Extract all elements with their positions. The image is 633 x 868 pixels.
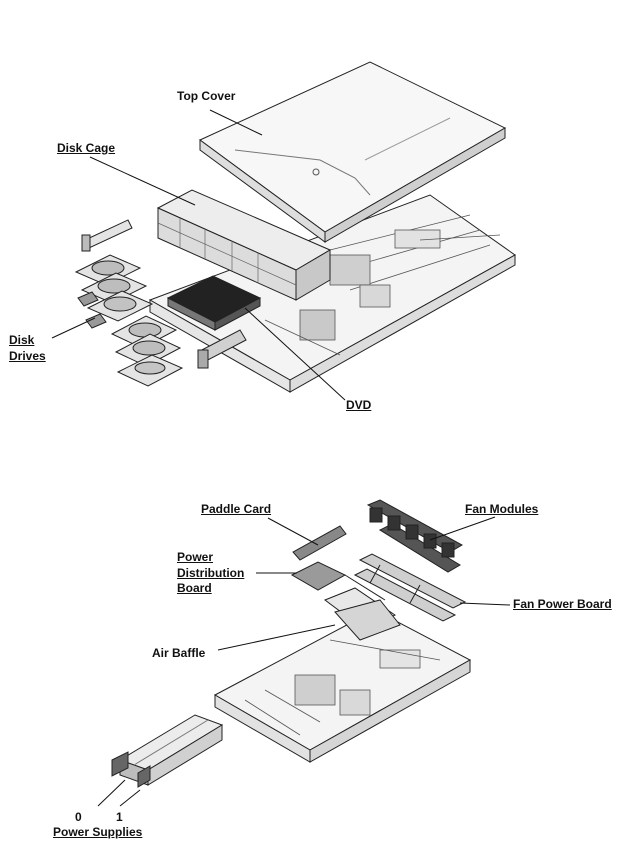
label-psu-0: 0 [75, 810, 82, 824]
label-paddle-card: Paddle Card [201, 502, 272, 516]
label-pdb-line1: Power [177, 550, 214, 564]
disk-drives-illustration [74, 219, 247, 387]
bottom-leader-lines [97, 516, 511, 807]
label-disk-cage: Disk Cage [57, 141, 116, 155]
label-air-baffle: Air Baffle [152, 646, 206, 660]
top-cover-illustration [199, 61, 507, 243]
label-fan-power-board: Fan Power Board [513, 597, 612, 611]
power-distribution-board-illustration [290, 561, 386, 601]
bottom-chassis-illustration [213, 609, 472, 763]
dvd-drive-illustration [166, 275, 262, 331]
label-top-cover: Top Cover [177, 89, 236, 103]
label-dvd: DVD [346, 398, 372, 412]
disk-cage-illustration [156, 189, 332, 301]
label-disk-drives-line1: Disk [9, 333, 35, 347]
fan-modules-illustration [366, 499, 464, 573]
label-psu-1: 1 [116, 810, 123, 824]
paddle-card-illustration [292, 525, 347, 561]
label-pdb-line3: Board [177, 581, 212, 595]
label-power-supplies: Power Supplies [53, 825, 143, 839]
top-leader-lines [51, 109, 346, 401]
label-fan-modules: Fan Modules [465, 502, 539, 516]
air-baffle-illustration [323, 587, 401, 641]
label-disk-drives-line2: Drives [9, 349, 46, 363]
label-pdb-line2: Distribution [177, 566, 245, 580]
fan-power-board-illustration [353, 553, 467, 622]
power-supplies-illustration [111, 714, 224, 788]
